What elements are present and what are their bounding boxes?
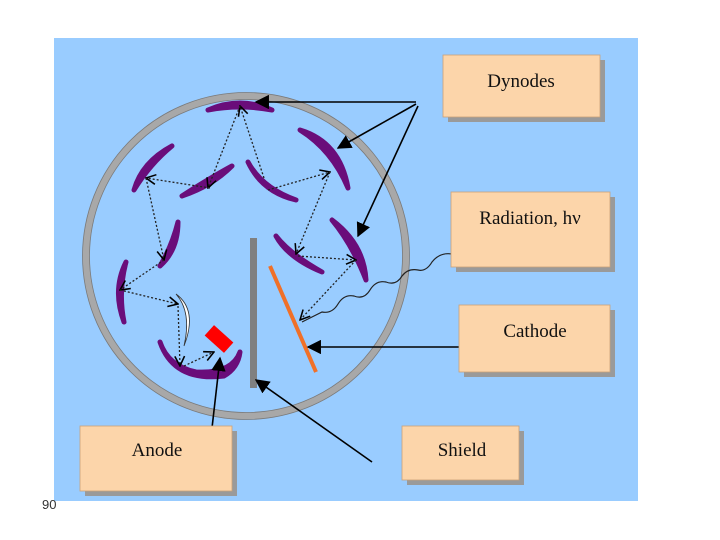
label-dynodes: Dynodes (442, 54, 605, 122)
page-number: 90 (42, 497, 57, 512)
label-shield: Shield (401, 425, 524, 485)
electron-paths (120, 106, 356, 366)
anode-block (204, 325, 234, 353)
dynode-upper-left (131, 143, 175, 193)
dynodes-arrow-right (336, 103, 417, 149)
anode-arrow (211, 356, 226, 429)
electron-path (119, 289, 178, 304)
dynode-lower-left (116, 259, 129, 325)
dynode-upper-right (297, 127, 351, 191)
electron-path (296, 171, 331, 254)
label-cathode-text: Cathode (503, 321, 566, 342)
electron-path (120, 259, 165, 290)
dynode-center-right (245, 159, 299, 203)
label-anode-text: Anode (132, 440, 183, 461)
dynode-bottom (157, 339, 243, 380)
dynode-right (329, 217, 369, 283)
label-shield-text: Shield (438, 440, 487, 461)
label-dynodes-text: Dynodes (487, 71, 555, 92)
dynode-white (175, 293, 190, 347)
tube-envelope-inner-edge (89, 99, 403, 413)
label-cathode: Cathode (458, 304, 615, 377)
electron-path (297, 256, 356, 260)
dynode-mid-right (273, 233, 325, 275)
dynode-mid-left (157, 219, 181, 269)
label-anode: Anode (79, 425, 237, 496)
electron-path (300, 259, 357, 320)
electron-path (240, 106, 265, 179)
pointer-arrows (211, 94, 460, 463)
radiation-wave (301, 253, 453, 323)
cathode-plate (268, 265, 318, 373)
electron-path (267, 172, 330, 191)
label-radiation-text: Radiation, hν (479, 208, 581, 229)
electron-path (183, 352, 214, 367)
electron-path (208, 105, 241, 188)
label-radiation: Radiation, hν (450, 191, 615, 272)
tube-envelope (82, 92, 410, 420)
tube-envelope-outer-edge (82, 92, 410, 420)
shield-arrow (254, 379, 373, 463)
electron-path (146, 178, 211, 189)
electron-path (145, 177, 164, 260)
shield-plate (250, 238, 257, 388)
dynodes-arrow-lower (356, 105, 419, 238)
